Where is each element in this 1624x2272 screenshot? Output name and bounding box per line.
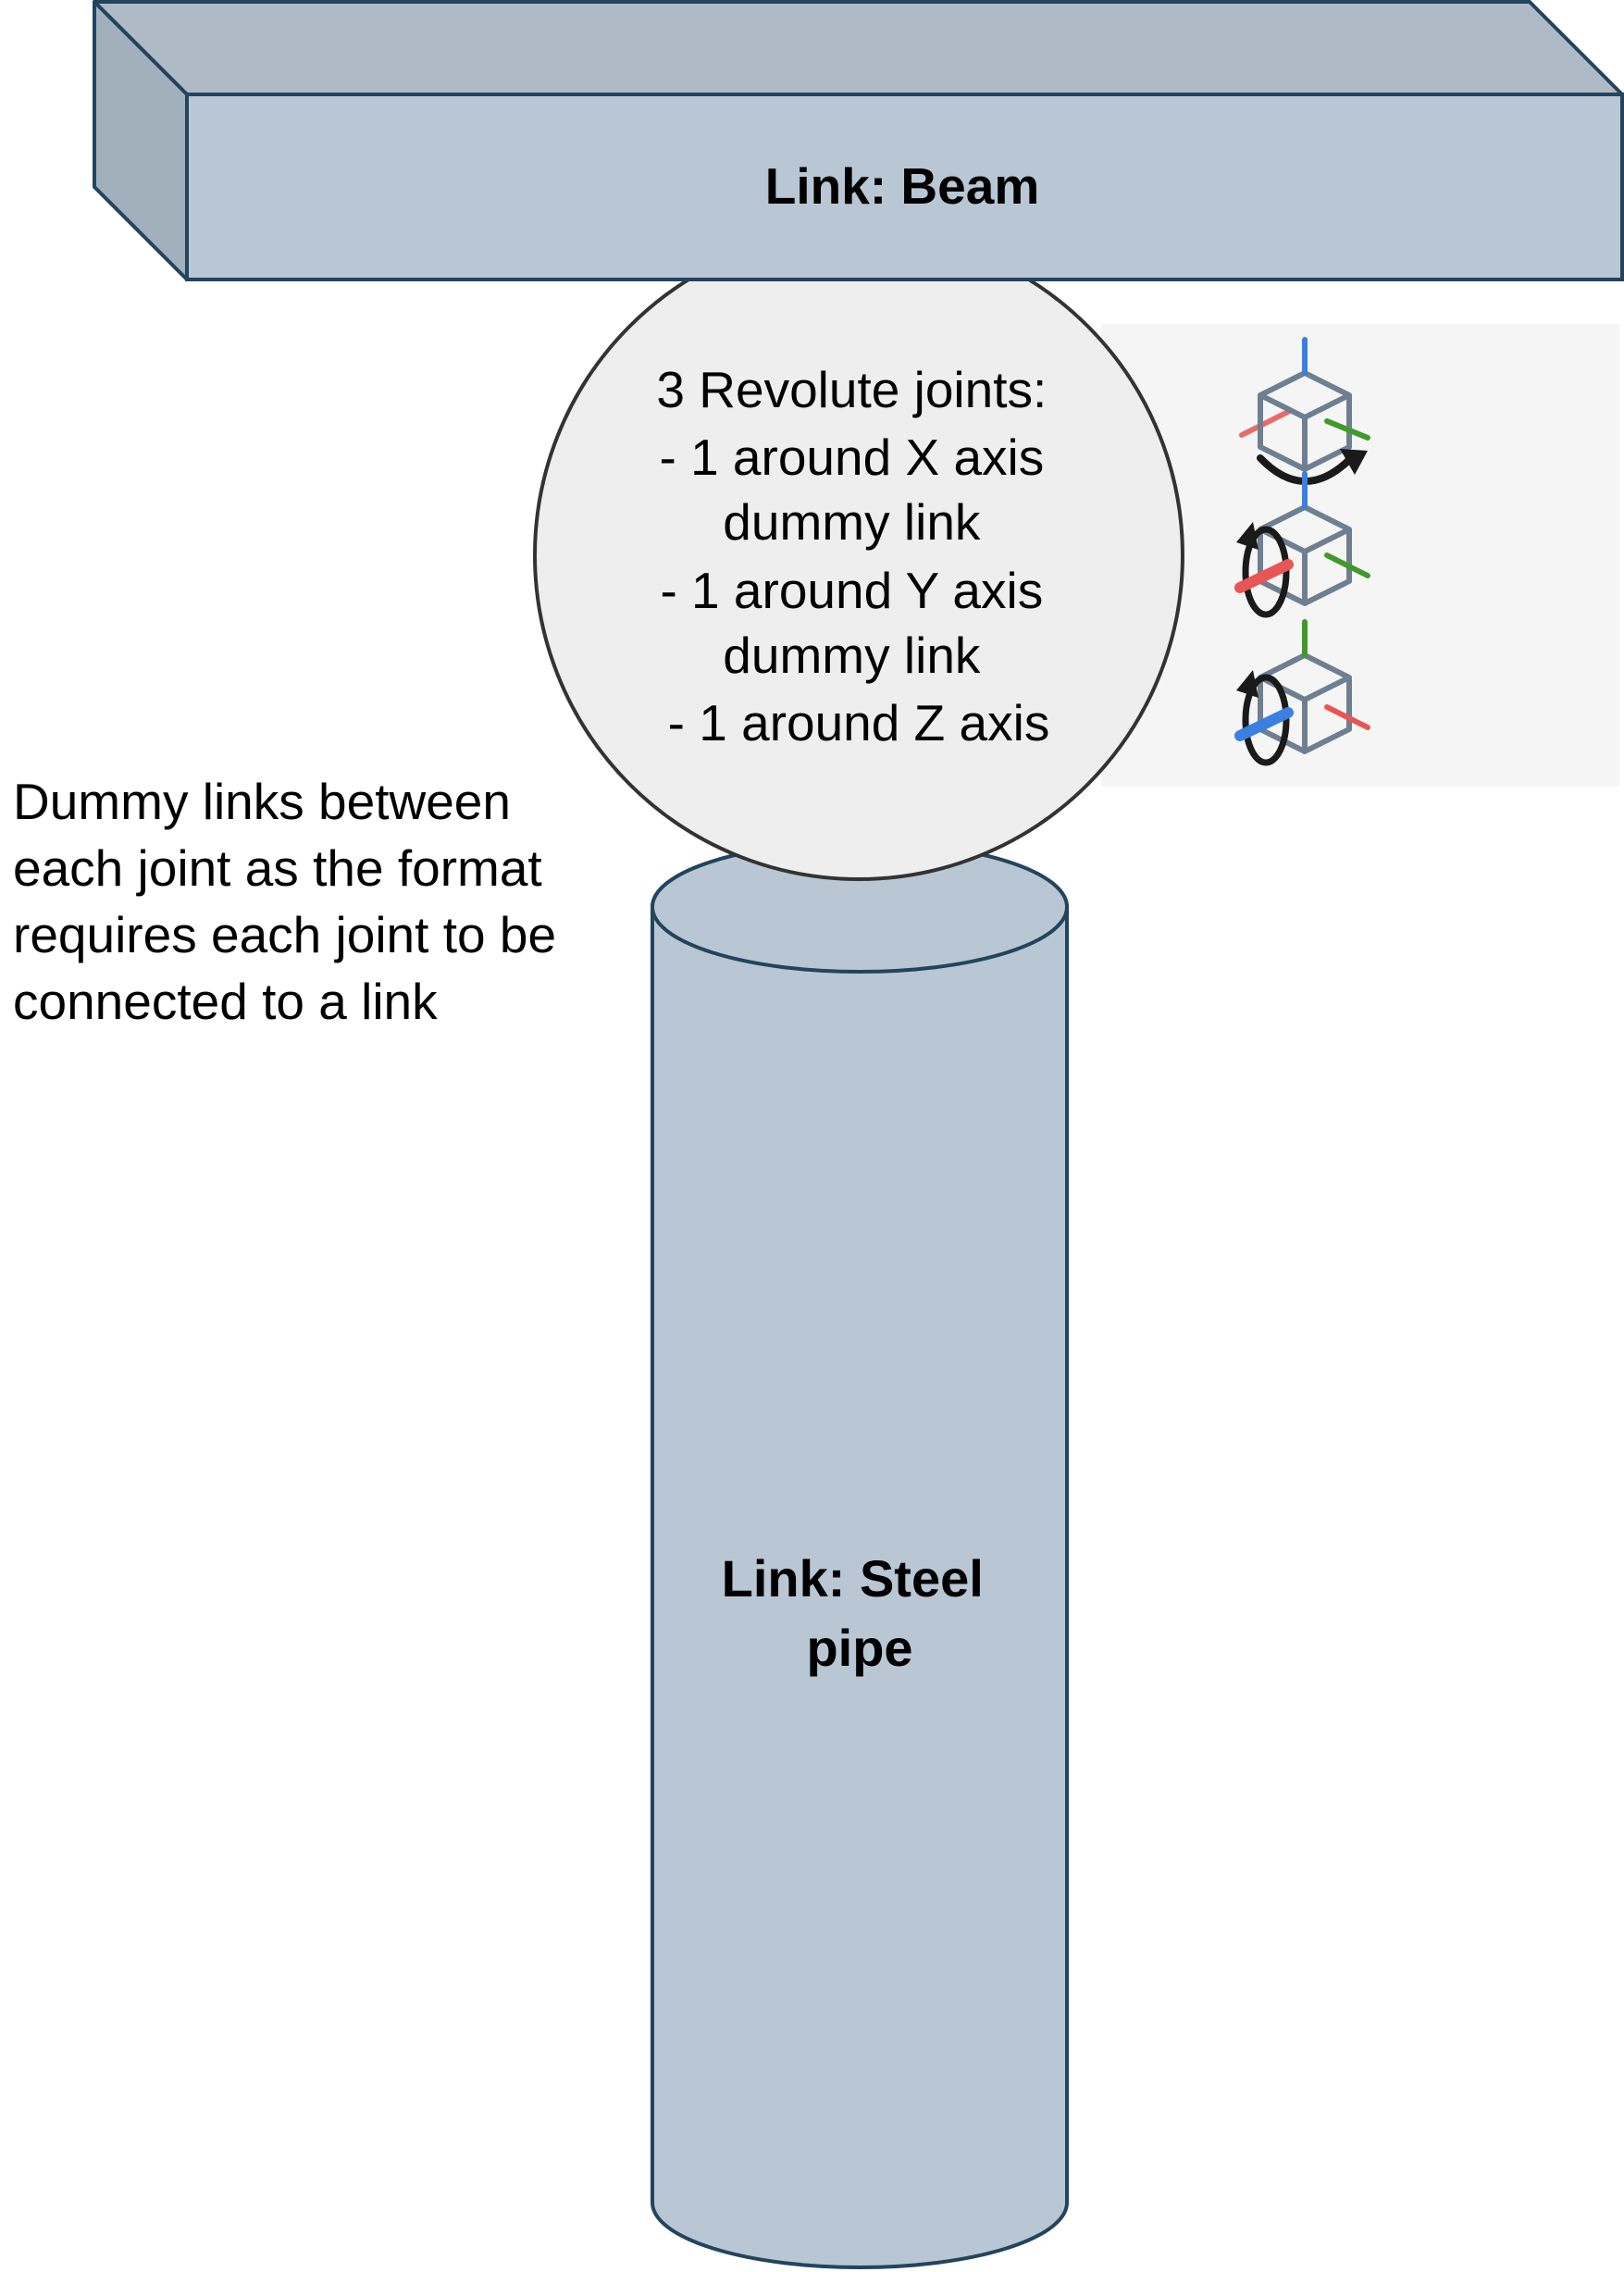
rotate-y-icon	[1234, 471, 1370, 618]
revolute-joints: 3 Revolute joints: - 1 around X axis dum…	[533, 230, 1184, 881]
dummy-link-1: dummy link	[723, 493, 981, 551]
beam: Link: Beam	[93, 0, 1624, 281]
beam-top-face	[93, 0, 1624, 96]
dummy-link-2: dummy link	[723, 627, 981, 684]
icon-panel	[1101, 324, 1619, 787]
svg-text:3 Revolute joints: - 1 a: 3 Revolute joints: - 1 around X axis dum…	[656, 361, 1060, 751]
pipe-label-line-2: pipe	[806, 1619, 912, 1677]
joint-x-line: - 1 around X axis	[659, 428, 1044, 486]
rotate-z-icon	[1234, 619, 1370, 766]
joint-z-line: - 1 around Z axis	[668, 694, 1050, 751]
joints-title: 3 Revolute joints:	[656, 361, 1047, 418]
joint-y-line: - 1 around Y axis	[660, 562, 1043, 619]
beam-front-face	[185, 93, 1624, 281]
dummy-links-note: Dummy links between each joint as the fo…	[13, 773, 557, 1030]
pipe-label-line-1: Link: Steel	[722, 1549, 984, 1608]
svg-text:Link: Steel pipe: Link: Steel pipe	[722, 1549, 998, 1677]
beam-label: Link: Beam	[765, 157, 1039, 215]
steel-pipe: Link: Steel pipe	[651, 840, 1069, 2269]
